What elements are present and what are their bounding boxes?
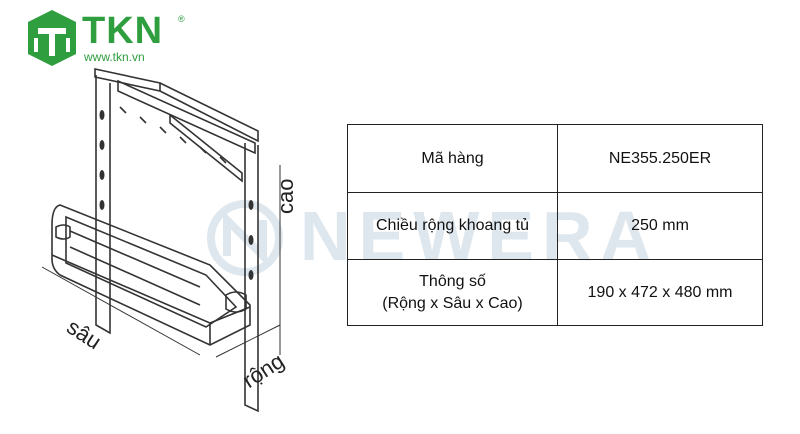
spec-label-line1: Thông số [419,272,486,290]
spec-value: NE355.250ER [557,124,763,193]
height-dimension-label: cao [273,178,298,214]
spec-value: 250 mm [557,192,763,260]
spec-label: Chiều rộng khoang tủ [347,192,558,260]
brand-name: TKN [82,10,164,52]
brand-url: www.tkn.vn [84,50,145,64]
spec-value: 190 x 472 x 480 mm [557,259,763,326]
spec-table: Mã hàng NE355.250ER Chiều rộng khoang tủ… [347,124,763,326]
table-row: Thông số (Rộng x Sâu x Cao) 190 x 472 x … [347,259,763,326]
tkn-logo-icon [28,10,76,66]
spec-label-line2: (Rộng x Sâu x Cao) [382,294,523,312]
basket-drawing [41,68,281,413]
registered-mark: ® [178,14,185,24]
table-row: Mã hàng NE355.250ER [347,124,763,193]
spec-label: Mã hàng [347,124,558,193]
spec-label: Thông số (Rộng x Sâu x Cao) [347,259,558,326]
table-row: Chiều rộng khoang tủ 250 mm [347,192,763,260]
